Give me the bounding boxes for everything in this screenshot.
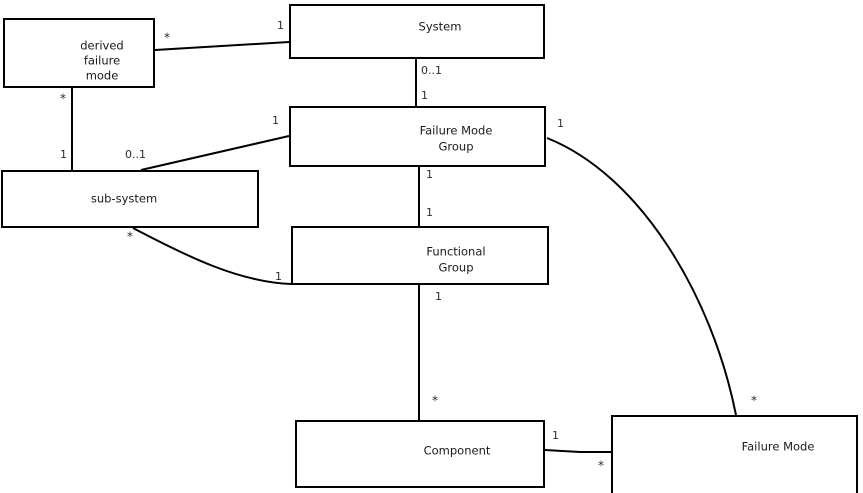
multiplicity-label-failure-mode-group-sub-system: 1 (272, 114, 279, 127)
class-name-failure-mode-group-line2: Group (438, 140, 473, 154)
class-box-system[interactable]: System (289, 4, 545, 59)
association-sub-system-failure-mode-group[interactable] (140, 135, 290, 171)
class-name-failure-mode-group-line1: Failure Mode (420, 124, 493, 138)
class-name-derived-failure-mode-line1: derived (80, 39, 123, 53)
class-box-failure-mode-group[interactable]: Failure Mode Group (289, 106, 546, 167)
class-name-failure-mode: Failure Mode (742, 440, 815, 454)
multiplicity-label-failure-mode-group-functional-group: 1 (426, 168, 433, 181)
class-name-system: System (419, 20, 462, 34)
class-rect-component[interactable] (295, 420, 545, 488)
association-sub-system-functional-group[interactable] (132, 227, 292, 285)
class-name-sub-system: sub-system (91, 192, 157, 206)
association-derived-failure-mode-system[interactable] (154, 41, 290, 51)
multiplicity-label-component-failure-mode: 1 (552, 429, 559, 442)
multiplicity-label-sub-system-derived-failure-mode: 1 (60, 148, 67, 161)
multiplicity-label-functional-group-component: 1 (435, 290, 442, 303)
multiplicity-label-functional-group-failure-mode-group: 1 (426, 206, 433, 219)
class-box-component[interactable]: Component (295, 420, 545, 488)
associations-layer (71, 41, 737, 453)
multiplicity-label-failure-mode-component: * (598, 459, 604, 473)
class-name-derived-failure-mode-line3: mode (86, 69, 119, 83)
multiplicity-label-functional-group-sub-system: 1 (275, 270, 282, 283)
multiplicity-label-failure-mode-group-failure-mode: 1 (557, 117, 564, 130)
multiplicity-labels-layer: * 1 * 1 0..1 1 1 0..1 1 1 * 1 1 * 1 * 1 … (60, 19, 757, 473)
class-name-derived-failure-mode-line2: failure (84, 54, 120, 68)
class-box-sub-system[interactable]: sub-system (1, 170, 259, 228)
class-box-derived-failure-mode[interactable]: derived failure mode (3, 18, 155, 88)
association-failure-mode-group-failure-mode[interactable] (546, 137, 737, 416)
class-box-failure-mode[interactable]: Failure Mode (611, 415, 858, 493)
class-rect-system[interactable] (289, 4, 545, 59)
class-name-component: Component (424, 444, 491, 458)
multiplicity-label-component-functional-group: * (432, 394, 438, 408)
multiplicity-label-derived-failure-mode-sub-system: * (60, 92, 66, 106)
class-box-functional-group[interactable]: Functional Group (291, 226, 549, 285)
class-name-functional-group-line1: Functional (426, 245, 485, 259)
class-rect-failure-mode-group[interactable] (289, 106, 546, 167)
class-rect-failure-mode[interactable] (611, 415, 858, 493)
multiplicity-label-sub-system-functional-group: * (127, 230, 133, 244)
class-name-functional-group-line2: Group (438, 261, 473, 275)
multiplicity-label-sub-system-failure-mode-group: 0..1 (125, 148, 146, 161)
class-rect-functional-group[interactable] (291, 226, 549, 285)
association-component-failure-mode[interactable] (544, 449, 611, 453)
multiplicity-label-system-failure-mode-group: 0..1 (421, 64, 442, 77)
multiplicity-label-derived-failure-mode-system: * (164, 31, 170, 45)
multiplicity-label-failure-mode-failure-mode-group: * (751, 394, 757, 408)
class-rect-sub-system[interactable] (1, 170, 259, 228)
multiplicity-label-failure-mode-group-system: 1 (421, 89, 428, 102)
classes-layer: derived failure mode System sub-system F… (1, 4, 858, 493)
class-rect-derived-failure-mode[interactable] (3, 18, 155, 88)
multiplicity-label-system-derived-failure-mode: 1 (277, 19, 284, 32)
